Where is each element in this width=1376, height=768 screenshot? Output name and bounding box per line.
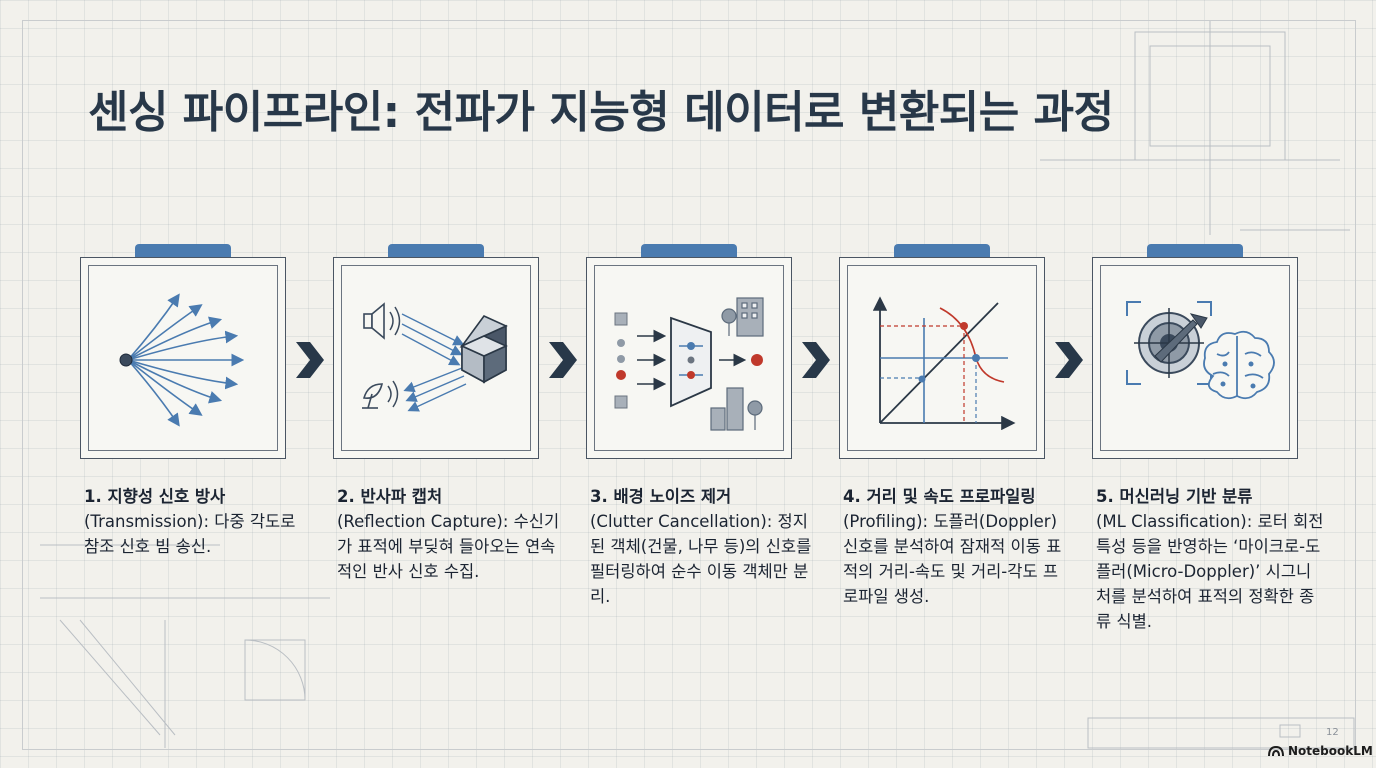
radiating-beam-icon	[119, 293, 245, 427]
step-4-heading: 4. 거리 및 속도 프로파일링	[843, 487, 1036, 506]
target-brain-icon	[1126, 301, 1275, 400]
step-1-heading: 1. 지향성 신호 방사	[84, 487, 226, 506]
tree-icon	[721, 308, 763, 430]
step-tab	[894, 244, 990, 257]
chevron-right-icon	[549, 342, 577, 378]
building-icon	[710, 297, 764, 431]
brand-watermark: NotebookLM	[1268, 744, 1373, 758]
step-5-heading: 5. 머신러닝 기반 분류	[1096, 487, 1253, 506]
step-1-body: (Transmission): 다중 각도로 참조 신호 빔 송신.	[84, 512, 296, 556]
step-1-caption: 1. 지향성 신호 방사 (Transmission): 다중 각도로 참조 신…	[84, 484, 314, 559]
clutter-filter-icon	[614, 297, 764, 431]
cube-target-icon	[459, 315, 508, 384]
step-4-caption: 4. 거리 및 속도 프로파일링 (Profiling): 도플러(Dopple…	[843, 484, 1073, 609]
slide-frame	[22, 20, 1356, 750]
chevron-right-icon	[296, 342, 324, 378]
chevron-right-icon	[802, 342, 830, 378]
page-title: 센싱 파이프라인: 전파가 지능형 데이터로 변환되는 과정	[88, 87, 1114, 138]
step-2-heading: 2. 반사파 캡처	[337, 487, 443, 506]
step-5-body: (ML Classification): 로터 회전 특성 등을 반영하는 ‘마…	[1096, 512, 1324, 631]
step-2-body: (Reflection Capture): 수신기가 표적에 부딪혀 들아오는 …	[337, 512, 560, 581]
brain-icon	[1203, 330, 1275, 400]
step-tab	[135, 244, 231, 257]
step-5-caption: 5. 머신러닝 기반 분류 (ML Classification): 로터 회전…	[1096, 484, 1326, 634]
step-4-card	[839, 257, 1045, 459]
chevron-right-icon	[1055, 342, 1083, 378]
notebooklm-logo-icon	[1268, 745, 1284, 757]
step-tab	[1147, 244, 1243, 257]
step-3-caption: 3. 배경 노이즈 제거 (Clutter Cancellation): 정지된…	[590, 484, 820, 609]
satellite-dish-icon	[362, 383, 384, 409]
step-3-card	[586, 257, 792, 459]
speaker-icon	[363, 302, 385, 340]
range-velocity-graph-icon	[872, 296, 1016, 431]
step-tab	[641, 244, 737, 257]
step-2-card	[333, 257, 539, 459]
step-3-body: (Clutter Cancellation): 정지된 객체(건물, 나무 등)…	[590, 512, 812, 606]
page-number: 12	[1326, 727, 1339, 738]
step-3-heading: 3. 배경 노이즈 제거	[590, 487, 732, 506]
step-tab	[388, 244, 484, 257]
step-1-card	[80, 257, 286, 459]
brand-name: NotebookLM	[1288, 744, 1373, 758]
step-2-caption: 2. 반사파 캡처 (Reflection Capture): 수신기가 표적에…	[337, 484, 567, 584]
crosshair-target-icon	[1134, 308, 1208, 378]
step-4-body: (Profiling): 도플러(Doppler) 신호를 분석하여 잠재적 이…	[843, 512, 1062, 606]
antenna-reflection-icon	[362, 302, 508, 412]
step-5-card	[1092, 257, 1298, 459]
